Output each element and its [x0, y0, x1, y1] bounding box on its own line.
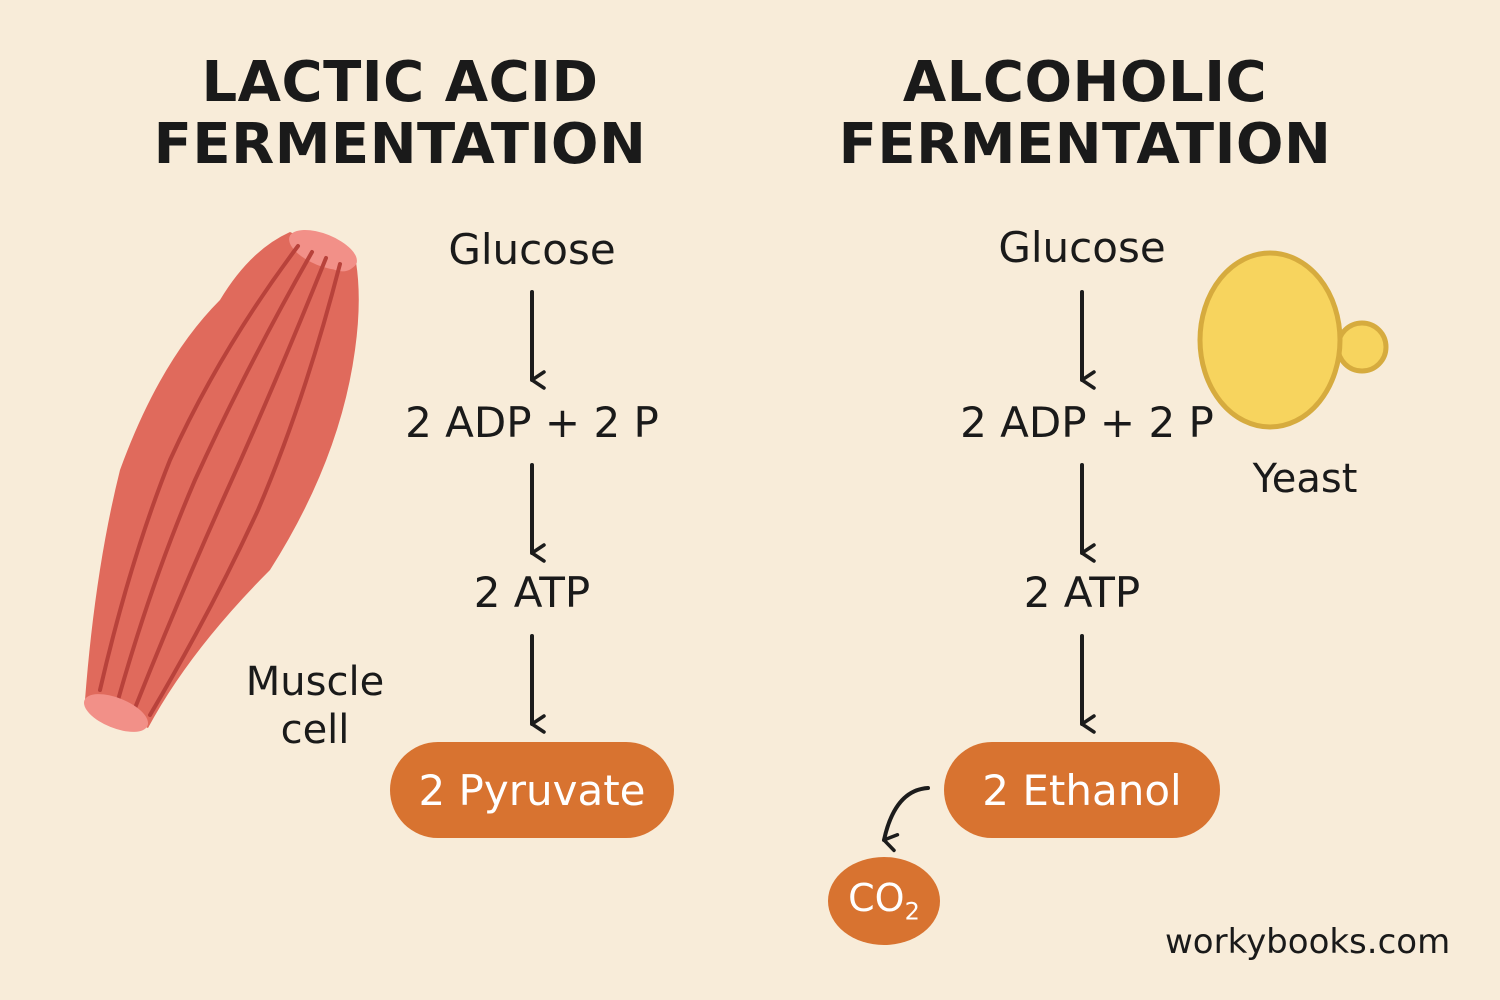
co2-subscript: 2	[904, 897, 920, 926]
muscle-cell-label: Muscle cell	[215, 658, 415, 754]
curved-arrow	[882, 786, 930, 853]
alcoholic-title-line1: ALCOHOLIC	[902, 50, 1268, 115]
muscle-label-line1: Muscle	[245, 659, 385, 705]
lactic-product-label: 2 Pyruvate	[418, 765, 646, 815]
alcoholic-product-pill: 2 Ethanol	[944, 742, 1220, 838]
lactic-title: LACTIC ACID FERMENTATION	[150, 52, 650, 176]
lactic-step-adp: 2 ADP + 2 P	[405, 398, 659, 447]
alcoholic-step-glucose: Glucose	[998, 223, 1166, 272]
footer-site: workybooks.com	[1165, 922, 1451, 962]
lactic-title-line1: LACTIC ACID	[201, 50, 599, 115]
alcoholic-title: ALCOHOLIC FERMENTATION	[835, 52, 1335, 176]
co2-bubble: CO2	[828, 857, 940, 945]
co2-text: CO	[848, 876, 905, 921]
lactic-title-line2: FERMENTATION	[153, 112, 647, 177]
lactic-step-atp: 2 ATP	[473, 568, 591, 617]
alcoholic-product-label: 2 Ethanol	[982, 765, 1182, 815]
yeast-icon	[1197, 250, 1389, 430]
lactic-product-pill: 2 Pyruvate	[390, 742, 674, 838]
lactic-step-glucose: Glucose	[448, 225, 616, 274]
muscle-cell-icon	[83, 229, 359, 732]
yeast-label: Yeast	[1252, 456, 1358, 502]
alcoholic-step-atp: 2 ATP	[1023, 568, 1141, 617]
muscle-label-line2: cell	[280, 707, 350, 753]
alcoholic-title-line2: FERMENTATION	[838, 112, 1332, 177]
alcoholic-step-adp: 2 ADP + 2 P	[960, 398, 1214, 447]
co2-label: CO2	[848, 876, 920, 926]
